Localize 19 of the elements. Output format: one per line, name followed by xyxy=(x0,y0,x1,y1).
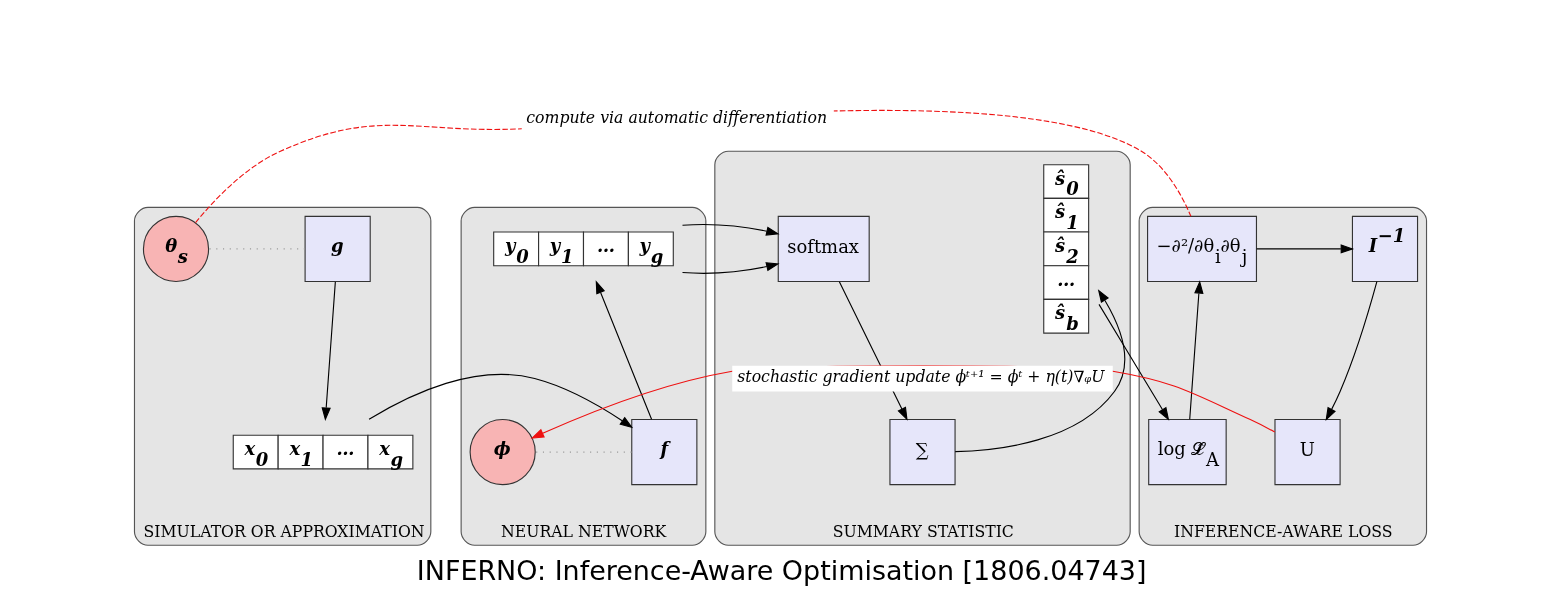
node-box: f xyxy=(631,418,698,486)
node-box: ∑ xyxy=(889,418,956,486)
node-box: g xyxy=(304,215,371,282)
arrow xyxy=(595,280,653,420)
arrow xyxy=(1325,281,1378,421)
arrow xyxy=(321,281,336,421)
edge-label: stochastic gradient update ϕᵗ⁺¹ = ϕᵗ + η(t)∇ᵩU xyxy=(737,367,1105,387)
node-box: U xyxy=(1274,418,1341,486)
edge-label: compute via automatic differentiation xyxy=(526,107,828,127)
node-box: softmax xyxy=(777,215,870,282)
arrow xyxy=(681,223,780,274)
arrow xyxy=(368,373,634,429)
arrow xyxy=(1098,303,1170,421)
node-circle: ϕ xyxy=(469,418,536,486)
arrow xyxy=(954,289,1126,453)
connector xyxy=(195,109,1192,224)
arrow xyxy=(1256,244,1355,254)
arrow xyxy=(1189,280,1204,420)
caption: INFERNO: Inference-Aware Optimisation [1806.04743] xyxy=(416,555,1147,587)
